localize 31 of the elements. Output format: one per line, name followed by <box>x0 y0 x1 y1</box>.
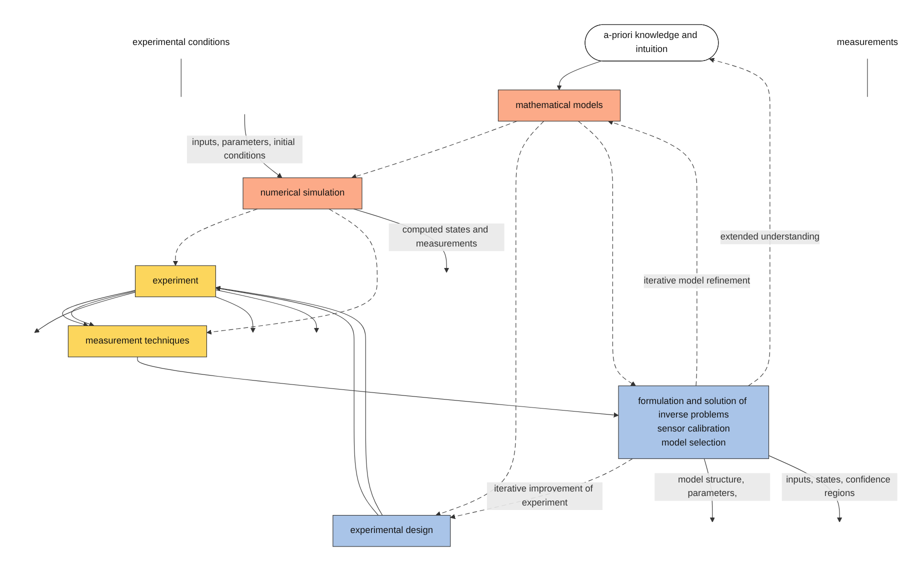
arrow <box>709 58 770 386</box>
arrow <box>556 60 602 90</box>
arrow <box>215 296 256 333</box>
arrow <box>436 120 544 516</box>
edge-label: computed states and measurements <box>402 225 488 249</box>
edge-label: inputs, parameters, initial conditions <box>192 137 295 161</box>
node-box: experiment <box>134 265 216 298</box>
node-box: numerical simulation <box>242 177 362 210</box>
arrow <box>137 356 619 418</box>
node-box: mathematical models <box>498 90 621 122</box>
node-text: experimental conditions <box>132 38 230 48</box>
arrow <box>206 208 378 335</box>
node-box: experimental design <box>332 514 451 547</box>
arrow <box>172 208 258 266</box>
connector <box>867 58 868 98</box>
edge-label: extended understanding <box>720 232 820 242</box>
edge-label: model structure, parameters, <box>678 474 744 498</box>
connector <box>180 58 182 98</box>
arrow <box>71 290 136 326</box>
arrow <box>62 290 136 327</box>
arrow <box>34 292 136 333</box>
node-text: measurements <box>836 38 898 48</box>
arrow <box>578 120 636 386</box>
edge-label: inputs, states, confidence regions <box>786 474 890 498</box>
edge-label: iterative improvement of experiment <box>494 484 593 508</box>
arrow <box>351 120 518 179</box>
arrow <box>608 120 698 386</box>
arrow <box>215 289 320 333</box>
node-box: measurement techniques <box>68 325 207 358</box>
edge-label: iterative model refinement <box>644 276 750 286</box>
node-box: formulation and solution of inverse problems sensor calibration model selection <box>618 385 770 459</box>
